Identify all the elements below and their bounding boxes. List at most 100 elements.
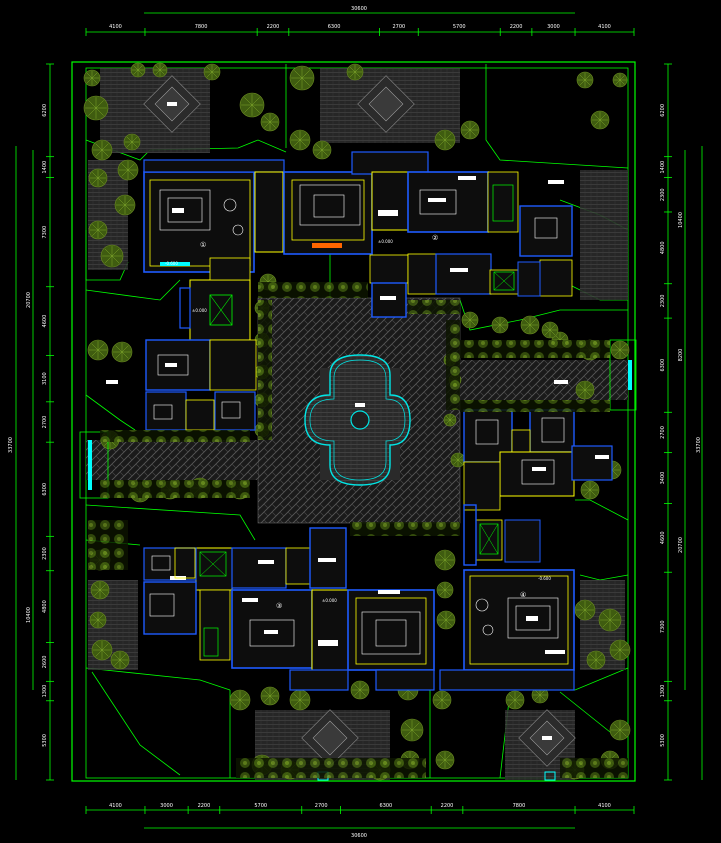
bottom-segment-dim: 3000 [160,803,173,809]
top-segment-dim: 5700 [453,24,466,30]
tree-canopy [110,650,130,670]
left-segment-dim: 7300 [42,226,48,239]
left-segment-dim: 2600 [42,656,48,669]
unit-2-bedroom-block [487,171,637,411]
top-segment-dim: 2200 [267,24,280,30]
tree-canopy [83,95,109,121]
unit-1-number: ① [200,241,206,249]
diamond-pavilion-top-left [143,75,201,133]
bottom-segment-dim: 6300 [380,803,393,809]
left-segment-dim: 1300 [42,685,48,698]
tree-canopy [436,581,454,599]
top-total-dim: 30600 [351,6,367,12]
top-segment-dim: 6300 [328,24,341,30]
left-segment-dim: 2700 [42,416,48,429]
top-segment-dim: 2700 [392,24,405,30]
left-wing-dining [79,339,257,499]
tree-canopy [91,639,113,661]
tree-canopy [461,311,479,329]
east-walkway [460,360,628,400]
tree-canopy [123,133,141,151]
top-segment-dim: 2200 [510,24,523,30]
right-segment-dim: 2300 [660,295,666,308]
tree-canopy [610,340,630,360]
tree-canopy [576,71,594,89]
unit-4-number: ④ [520,591,526,599]
right-segment-dim: 6200 [660,104,666,117]
unit-2-top-center: ±0.000 ② [283,151,519,318]
right-segment-dim: 5300 [660,734,666,747]
tree-canopy [130,62,146,78]
tree-canopy [575,380,595,400]
unit-2-elevation: ±0.000 [378,239,393,244]
tree-canopy [90,580,110,600]
tree-canopy [586,650,606,670]
top-segment-dim: 4100 [109,24,122,30]
tree-canopy [312,140,332,160]
tree-canopy [400,718,424,742]
right-segment-dim: 2700 [660,426,666,439]
tree-canopy [531,686,549,704]
tree-canopy [289,129,311,151]
left-total-dim: 33700 [8,437,14,453]
unit-bottom-left [143,547,556,781]
right-mid-group-dim: 8200 [678,349,684,362]
tree-canopy [117,159,139,181]
tree-canopy [609,639,631,661]
tree-canopy [203,63,221,81]
top-segment-dim: 4100 [598,24,611,30]
unit-4-elevation: -0.600 [538,576,551,581]
tree-canopy [346,63,364,81]
bottom-segment-dim: 4100 [598,803,611,809]
bottom-segment-dim: 4100 [109,803,122,809]
tree-canopy [612,72,628,88]
right-lower-group-dim: 20700 [678,537,684,553]
deck-right-strip [580,170,628,300]
left-segment-dim: 4600 [42,315,48,328]
tree-canopy [434,549,456,571]
top-segment-dim: 3000 [547,24,560,30]
tree-canopy [88,168,108,188]
bottom-segment-dim: 5700 [254,803,267,809]
unit-1-elevation: -0.600 [165,261,178,266]
right-segment-dim: 4800 [660,241,666,254]
tree-canopy [89,611,107,629]
tree-canopy [87,339,109,361]
right-segment-dim: 3400 [660,472,666,485]
tree-canopy [434,129,456,151]
left-segment-dim: 1400 [42,161,48,174]
left-segment-dim: 5300 [42,734,48,747]
tree-canopy [609,719,631,741]
right-segment-dim: 7300 [660,620,666,633]
tree-canopy [450,452,466,468]
left-segment-dim: 4800 [42,600,48,613]
unit-bottom-center: ③ ±0.000 [195,527,435,691]
tree-canopy [260,112,280,132]
bottom-segment-dim: 7800 [513,803,526,809]
right-segment-dim: 1400 [660,161,666,174]
unit-3-elevation: ±0.000 [322,598,337,603]
left-lower-group-dim: 10400 [26,607,32,623]
tree-canopy [111,341,133,363]
tree-canopy [88,220,108,240]
left-dimension-chain: 33700 20700 10400 6200140073004600310027… [8,63,54,781]
left-segment-dim: 3100 [42,372,48,385]
bottom-segment-dim: 2200 [198,803,211,809]
tree-canopy [598,608,622,632]
right-segment-dim: 1300 [660,685,666,698]
tree-canopy [260,686,280,706]
diamond-pavilion-bottom-center [301,709,359,767]
tree-canopy [289,65,315,91]
tree-canopy [443,413,457,427]
right-segment-dim: 2300 [660,188,666,201]
top-segment-dim: 7800 [195,24,208,30]
tree-canopy [436,610,456,630]
diamond-pavilion-top-center [357,75,415,133]
unit-1-hall-elevation: ±0.000 [192,308,207,313]
left-segment-dim: 2300 [42,547,48,560]
left-segment-dim: 6200 [42,104,48,117]
tree-canopy [435,750,455,770]
shrub-borders [88,282,628,778]
